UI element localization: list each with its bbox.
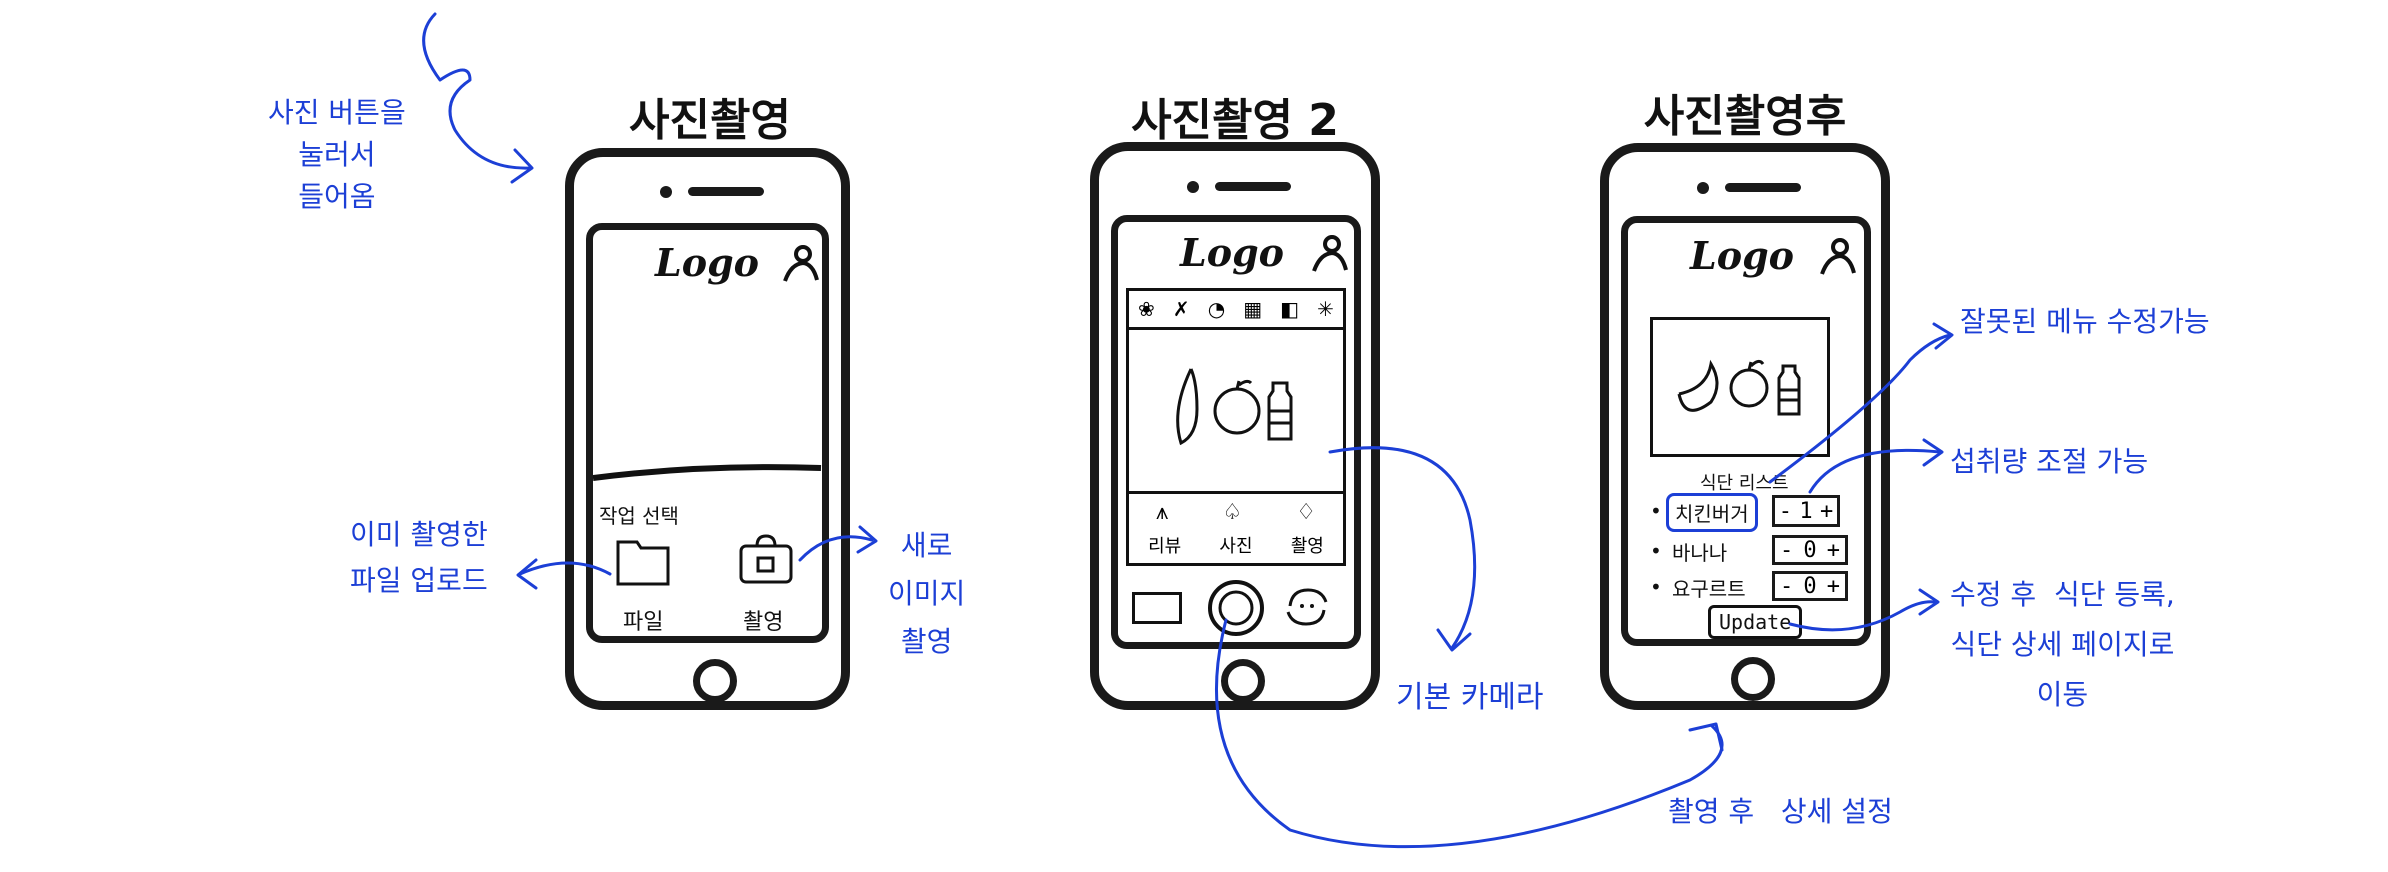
folder-icon[interactable]: [613, 530, 673, 590]
food-preview-image: [1176, 368, 1293, 446]
annotation-new-image: 새로 이미지 촬영: [888, 529, 966, 658]
quantity-value: 0: [1803, 537, 1817, 563]
phone2-screen: Logo ❀ ✗ ◔ ▦ ◧ ✳: [1111, 215, 1361, 649]
decrement-button[interactable]: -: [1780, 573, 1794, 599]
phone1-home-button[interactable]: [693, 659, 737, 703]
phone2-front-camera: [1187, 181, 1199, 193]
flash-off-icon[interactable]: ✗: [1172, 297, 1190, 321]
phone3-screen: Logo 식단 리스트 • 치킨버거 - 1 + • 바나나 - 0: [1621, 216, 1871, 646]
arrow-default-camera: [1328, 446, 1477, 650]
quantity-value: 0: [1803, 573, 1817, 599]
quantity-stepper[interactable]: - 0 +: [1772, 535, 1848, 565]
phone2-mode-bar: ⩚ ♤ ♢ 리뷰 사진 촬영: [1129, 491, 1343, 566]
decrement-button[interactable]: -: [1778, 498, 1792, 524]
brightness-icon[interactable]: ❀: [1138, 297, 1155, 321]
annotation-fix-wrong-menu: 잘못된 메뉴 수정가능: [1960, 305, 2210, 338]
phone3-front-camera: [1697, 182, 1709, 194]
decrement-button[interactable]: -: [1780, 537, 1794, 563]
list-item-bullet: •: [1650, 575, 1662, 599]
annotation-default-camera: 기본 카메라: [1396, 680, 1544, 715]
mode-icons: ⩚ ♤ ♢: [1129, 500, 1343, 525]
arrow-adjust-intake: [1808, 448, 1942, 494]
annotation-after-edit: 수정 후 식단 등록, 식단 상세 페이지로 이동: [1950, 578, 2175, 711]
arrow-after-shot: [1215, 618, 1724, 849]
phone3-title: 사진촬영후: [1643, 91, 1847, 142]
increment-button[interactable]: +: [1826, 537, 1840, 563]
camera-bag-icon[interactable]: [735, 530, 797, 588]
phone1-front-camera: [660, 186, 672, 198]
list-item-name[interactable]: 바나나: [1672, 541, 1728, 565]
ratio-icon[interactable]: ◧: [1280, 297, 1300, 321]
phone3-frame: Logo 식단 리스트 • 치킨버거 - 1 + • 바나나 - 0: [1600, 143, 1890, 710]
arrow-new-image: [798, 535, 874, 562]
arrow-file-upload: [518, 561, 612, 576]
arrow-after-edit: [1788, 600, 1937, 632]
phone1-screen: Logo 작업 선택 파일 촬영: [586, 223, 829, 643]
phone2-logo: Logo: [1180, 230, 1284, 275]
shoot-mode-icon[interactable]: ♢: [1296, 500, 1316, 525]
food-photo-image: [1677, 359, 1801, 416]
phone3-home-button[interactable]: [1731, 657, 1775, 701]
increment-button[interactable]: +: [1820, 498, 1834, 524]
phone2-toolbar: ❀ ✗ ◔ ▦ ◧ ✳: [1129, 291, 1343, 330]
phone3-profile-icon[interactable]: [1818, 237, 1858, 277]
increment-button[interactable]: +: [1826, 573, 1840, 599]
photo-mode-icon[interactable]: ♤: [1222, 500, 1243, 525]
phone1-frame: Logo 작업 선택 파일 촬영: [565, 148, 850, 710]
phone2-home-button[interactable]: [1221, 659, 1265, 703]
phone3-photo-box: [1650, 317, 1830, 457]
list-item-name[interactable]: 요구르트: [1672, 577, 1746, 601]
phone1-title: 사진촬영: [629, 95, 791, 146]
annotation-adjust-intake: 섭취량 조절 가능: [1950, 445, 2149, 478]
phone2-profile-icon[interactable]: [1310, 234, 1350, 274]
arrow-enter: [422, 12, 532, 170]
phone1-profile-icon[interactable]: [781, 244, 821, 284]
quantity-stepper[interactable]: - 1 +: [1772, 495, 1840, 527]
tab-shoot[interactable]: 촬영: [1290, 536, 1324, 557]
tab-review[interactable]: 리뷰: [1148, 536, 1182, 557]
phone1-file-label[interactable]: 파일: [623, 610, 664, 635]
gallery-thumbnail-button[interactable]: [1132, 592, 1182, 624]
quantity-value: 1: [1799, 498, 1813, 524]
quantity-stepper[interactable]: - 0 +: [1772, 571, 1848, 601]
phone2-speaker: [1215, 182, 1291, 191]
list-item-name[interactable]: 치킨버거: [1666, 493, 1758, 532]
list-item-bullet: •: [1650, 499, 1662, 523]
arrow-fix-menu: [1768, 333, 1952, 484]
switch-camera-icon[interactable]: [1282, 584, 1332, 630]
phone3-logo: Logo: [1690, 233, 1794, 278]
annotation-file-upload: 이미 촬영한 파일 업로드: [350, 518, 488, 597]
phone3-list-title: 식단 리스트: [1700, 473, 1789, 494]
mode-labels: 리뷰 사진 촬영: [1129, 532, 1343, 558]
update-button[interactable]: Update: [1708, 605, 1803, 639]
phone1-shoot-label[interactable]: 촬영: [743, 610, 784, 635]
tab-photo[interactable]: 사진: [1219, 536, 1253, 557]
phone2-title: 사진촬영 2: [1131, 95, 1339, 146]
phone2-frame: Logo ❀ ✗ ◔ ▦ ◧ ✳: [1090, 142, 1380, 710]
effects-icon[interactable]: ✳: [1317, 297, 1334, 321]
timer-icon[interactable]: ◔: [1207, 297, 1226, 321]
phone1-logo: Logo: [655, 240, 759, 285]
grid-icon[interactable]: ▦: [1243, 297, 1263, 321]
shutter-button[interactable]: [1204, 576, 1268, 640]
list-item-bullet: •: [1650, 539, 1662, 563]
annotation-after-shot-detail: 촬영 후 상세 설정: [1668, 795, 1893, 828]
phone1-speaker: [688, 187, 764, 196]
review-mode-icon[interactable]: ⩚: [1156, 500, 1169, 525]
phone3-speaker: [1725, 183, 1801, 192]
phone1-sheet-divider: [593, 464, 822, 481]
phone1-sheet-title: 작업 선택: [599, 504, 679, 528]
annotation-enter-by-button: 사진 버튼을 눌러서 들어옴: [268, 96, 406, 213]
phone2-camera-panel: ❀ ✗ ◔ ▦ ◧ ✳ ⩚ ♤ ♢: [1126, 288, 1346, 566]
